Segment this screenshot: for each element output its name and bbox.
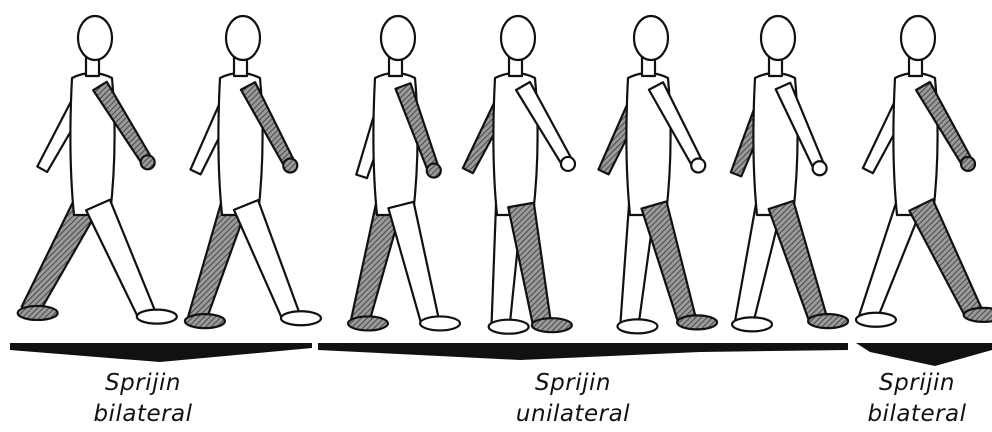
foot-front bbox=[420, 316, 460, 330]
hand bbox=[561, 157, 575, 171]
leg-front bbox=[388, 202, 438, 324]
hand bbox=[427, 164, 441, 178]
foot-back bbox=[856, 313, 896, 327]
head bbox=[381, 16, 415, 60]
support-bar-bilateral-left bbox=[10, 343, 312, 362]
foot-back bbox=[489, 320, 529, 334]
foot-front bbox=[677, 315, 717, 329]
walking-figure bbox=[856, 16, 992, 327]
head bbox=[226, 16, 260, 60]
head bbox=[761, 16, 795, 60]
head bbox=[78, 16, 112, 60]
walking-figures bbox=[18, 16, 992, 334]
caption-line2: bilateral bbox=[58, 399, 228, 430]
caption-line2: bilateral bbox=[842, 399, 992, 430]
foot-front bbox=[281, 311, 321, 325]
walking-figure bbox=[731, 16, 848, 331]
hand bbox=[813, 161, 827, 175]
leg-front bbox=[86, 200, 155, 319]
hand bbox=[961, 157, 975, 171]
leg-back bbox=[859, 201, 921, 321]
walking-figure bbox=[463, 16, 575, 334]
head bbox=[901, 16, 935, 60]
caption-line1: Sprijin bbox=[488, 368, 658, 399]
leg-front bbox=[642, 201, 696, 322]
caption-bilateral-right: Sprijin bilateral bbox=[842, 368, 992, 430]
foot-front bbox=[532, 318, 572, 332]
head bbox=[634, 16, 668, 60]
foot-back bbox=[18, 306, 58, 320]
support-bar-bilateral-right bbox=[856, 343, 992, 366]
caption-bilateral-left: Sprijin bilateral bbox=[58, 368, 228, 430]
caption-line1: Sprijin bbox=[842, 368, 992, 399]
foot-back bbox=[617, 319, 657, 333]
walking-figure bbox=[598, 16, 717, 333]
foot-front bbox=[808, 314, 848, 328]
head bbox=[501, 16, 535, 60]
walking-figure bbox=[348, 16, 460, 330]
caption-line1: Sprijin bbox=[58, 368, 228, 399]
foot-back bbox=[348, 316, 388, 330]
leg-front bbox=[234, 200, 299, 320]
hand bbox=[691, 158, 705, 172]
leg-front bbox=[909, 199, 981, 317]
foot-front bbox=[137, 310, 177, 324]
caption-unilateral: Sprijin unilateral bbox=[488, 368, 658, 430]
foot-front bbox=[964, 308, 992, 322]
support-bar-unilateral bbox=[318, 343, 848, 360]
hand bbox=[283, 158, 297, 172]
walking-figure bbox=[18, 16, 177, 324]
ground-bars bbox=[10, 343, 992, 366]
hand bbox=[141, 155, 155, 169]
leg-front bbox=[769, 201, 827, 322]
foot-back bbox=[185, 314, 225, 328]
leg-back bbox=[22, 199, 98, 315]
caption-line2: unilateral bbox=[488, 399, 658, 430]
foot-back bbox=[732, 317, 772, 331]
walking-figure bbox=[185, 16, 321, 328]
